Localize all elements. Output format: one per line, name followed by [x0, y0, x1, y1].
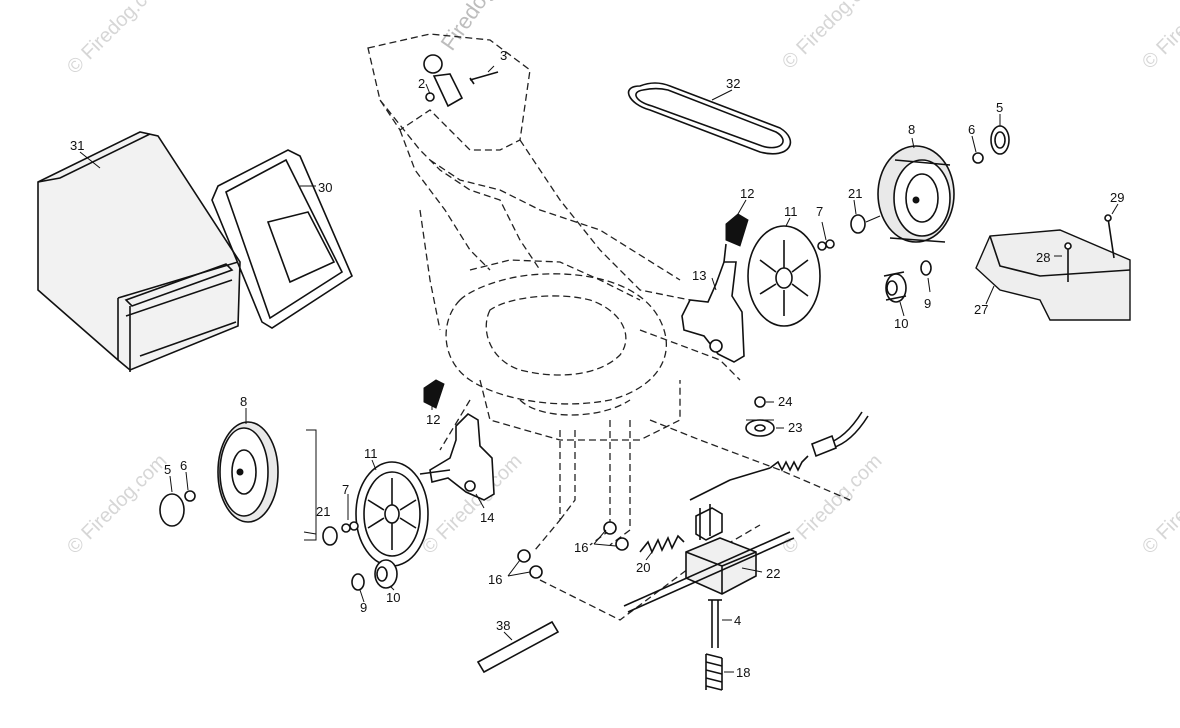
callout-24: 24	[778, 394, 792, 409]
watermark: © Firedog.com	[63, 0, 172, 79]
callout-8: 8	[908, 122, 915, 137]
callout-7: 7	[816, 204, 823, 219]
callout-5: 5	[996, 100, 1003, 115]
callout-4: 4	[734, 613, 741, 628]
drive-axle	[623, 531, 795, 613]
callout-7: 7	[342, 482, 349, 497]
rear-skirt	[975, 214, 1131, 321]
callout-2: 2	[418, 76, 425, 91]
bag-frame	[211, 149, 354, 329]
transmission-bolt	[708, 599, 722, 648]
callout-13: 13	[692, 268, 706, 283]
callout-38: 38	[496, 618, 510, 633]
callout-3: 3	[500, 48, 507, 63]
callout-21: 21	[848, 186, 862, 201]
callout-22: 22	[766, 566, 780, 581]
callout-29: 29	[1110, 190, 1124, 205]
callout-6: 6	[180, 458, 187, 473]
right-drive-gear	[883, 260, 932, 303]
lower-spring	[705, 653, 723, 691]
axle-pin	[476, 620, 560, 674]
callout-21: 21	[316, 504, 330, 519]
leader-lines	[79, 65, 1119, 673]
callout-31: 31	[70, 138, 84, 153]
right-height-adjuster	[681, 213, 749, 363]
deck-nuts	[517, 521, 629, 579]
right-wheel-drive-disc	[747, 225, 821, 327]
left-wheel-cap	[159, 490, 196, 527]
callout-11: 11	[784, 204, 798, 219]
callout-9: 9	[924, 296, 931, 311]
left-wheel-hardware	[303, 429, 359, 546]
watermark: © Firedog.com	[63, 450, 172, 559]
callout-32: 32	[726, 76, 740, 91]
handle-knob-assembly	[423, 54, 499, 108]
drive-cable	[689, 411, 869, 501]
drive-pulley	[745, 396, 775, 437]
callout-27: 27	[974, 302, 988, 317]
callout-12: 12	[426, 412, 440, 427]
callout-12: 12	[740, 186, 754, 201]
watermark: © Firedog.com	[1138, 0, 1180, 74]
left-wheel-drive-disc	[355, 461, 429, 567]
callout-10: 10	[894, 316, 908, 331]
callout-8: 8	[240, 394, 247, 409]
right-wheel	[877, 145, 955, 243]
transmission-spring	[639, 534, 685, 554]
watermark: © Firedog.com	[778, 450, 887, 559]
right-wheel-cap	[972, 125, 1010, 164]
callout-18: 18	[736, 665, 750, 680]
callout-5: 5	[164, 462, 171, 477]
callout-20: 20	[636, 560, 650, 575]
callout-28: 28	[1036, 250, 1050, 265]
watermark: © Firedog.com	[778, 0, 887, 74]
callout-6: 6	[968, 122, 975, 137]
callout-10: 10	[386, 590, 400, 605]
drive-belt	[627, 82, 792, 155]
transmission	[685, 504, 757, 595]
callout-30: 30	[318, 180, 332, 195]
watermark: © Firedog.com	[1138, 450, 1180, 559]
callout-16: 16	[574, 540, 588, 555]
callout-9: 9	[360, 600, 367, 615]
grass-bag	[37, 131, 241, 372]
left-height-adjuster	[419, 379, 495, 501]
callout-11: 11	[364, 446, 378, 461]
callout-16: 16	[488, 572, 502, 587]
watermark-top: Firedog	[436, 0, 499, 55]
right-wheel-hardware	[817, 214, 881, 251]
left-wheel	[217, 421, 279, 523]
callout-14: 14	[480, 510, 494, 525]
callout-labels: 31 30 3 2 32 5 8 6 12 11 7 21 29 28 27 1…	[70, 48, 1124, 680]
callout-23: 23	[788, 420, 802, 435]
left-drive-gear	[351, 559, 398, 591]
